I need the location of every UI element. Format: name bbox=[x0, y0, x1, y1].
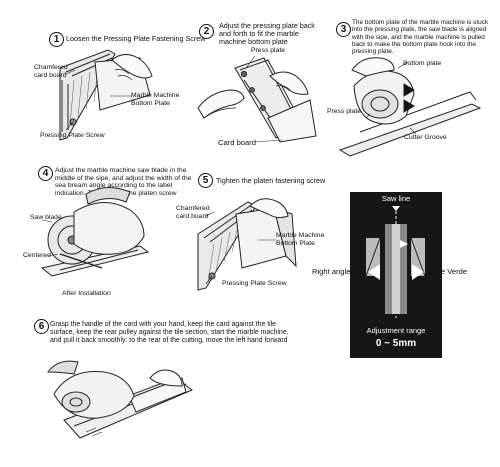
step-5-number: 5 bbox=[198, 173, 213, 188]
step-3-label-cutter-groove: Cutter Groove bbox=[404, 134, 447, 141]
saw-line-label: Saw line bbox=[381, 194, 411, 203]
step-3-number: 3 bbox=[336, 22, 351, 37]
cape-verde-label: Cape Verde bbox=[427, 267, 468, 276]
adjustment-range-value: 0 ~ 5mm bbox=[375, 338, 417, 349]
step-5-label-marble: Marble Machine Bottom Plate bbox=[276, 232, 325, 247]
step-2-text: Adjust the pressing plate back and forth… bbox=[219, 21, 315, 47]
step-3-label-bottom-plate: Bottom plate bbox=[403, 60, 442, 67]
step-3-text: The bottom plate of the marble machine i… bbox=[352, 19, 489, 56]
step-4-label-after-installation: After Installation bbox=[62, 290, 111, 297]
step-4-number: 4 bbox=[38, 166, 53, 181]
right-angle-label: Right angle bbox=[312, 267, 351, 276]
step-3-label-press-plate: Press plate bbox=[327, 108, 362, 115]
step-1-label-screw: Pressing Plate Screw bbox=[40, 132, 105, 139]
step-2-number: 2 bbox=[199, 24, 214, 39]
step-1-number: 1 bbox=[49, 32, 64, 47]
step-1-text: Loosen the Pressing Plate Fastening Scre… bbox=[66, 34, 206, 43]
step-4-label-saw-blade: Saw blade bbox=[30, 214, 62, 221]
step-5-label-chamfered: Chamfered card board bbox=[176, 205, 210, 220]
step-5-label-screw: Pressing Plate Screw bbox=[222, 280, 287, 287]
step-6-text: Grasp the handle of the card with your h… bbox=[50, 321, 289, 344]
step-2-label-press-plate: Press plate bbox=[251, 47, 286, 54]
adjustment-range-title: Adjustment range bbox=[366, 326, 426, 335]
step-5-text: Tighten the platen fastening screw bbox=[216, 176, 326, 185]
step-1-label-marble: Marble Machine Bottom Plate bbox=[131, 92, 180, 107]
step-4-label-centered: Centered bbox=[23, 252, 51, 259]
step-6-number: 6 bbox=[34, 319, 49, 334]
step-1-label-chamfered: Chamfered card board bbox=[34, 64, 68, 79]
step-2-label-card-board: Card board bbox=[218, 138, 256, 147]
